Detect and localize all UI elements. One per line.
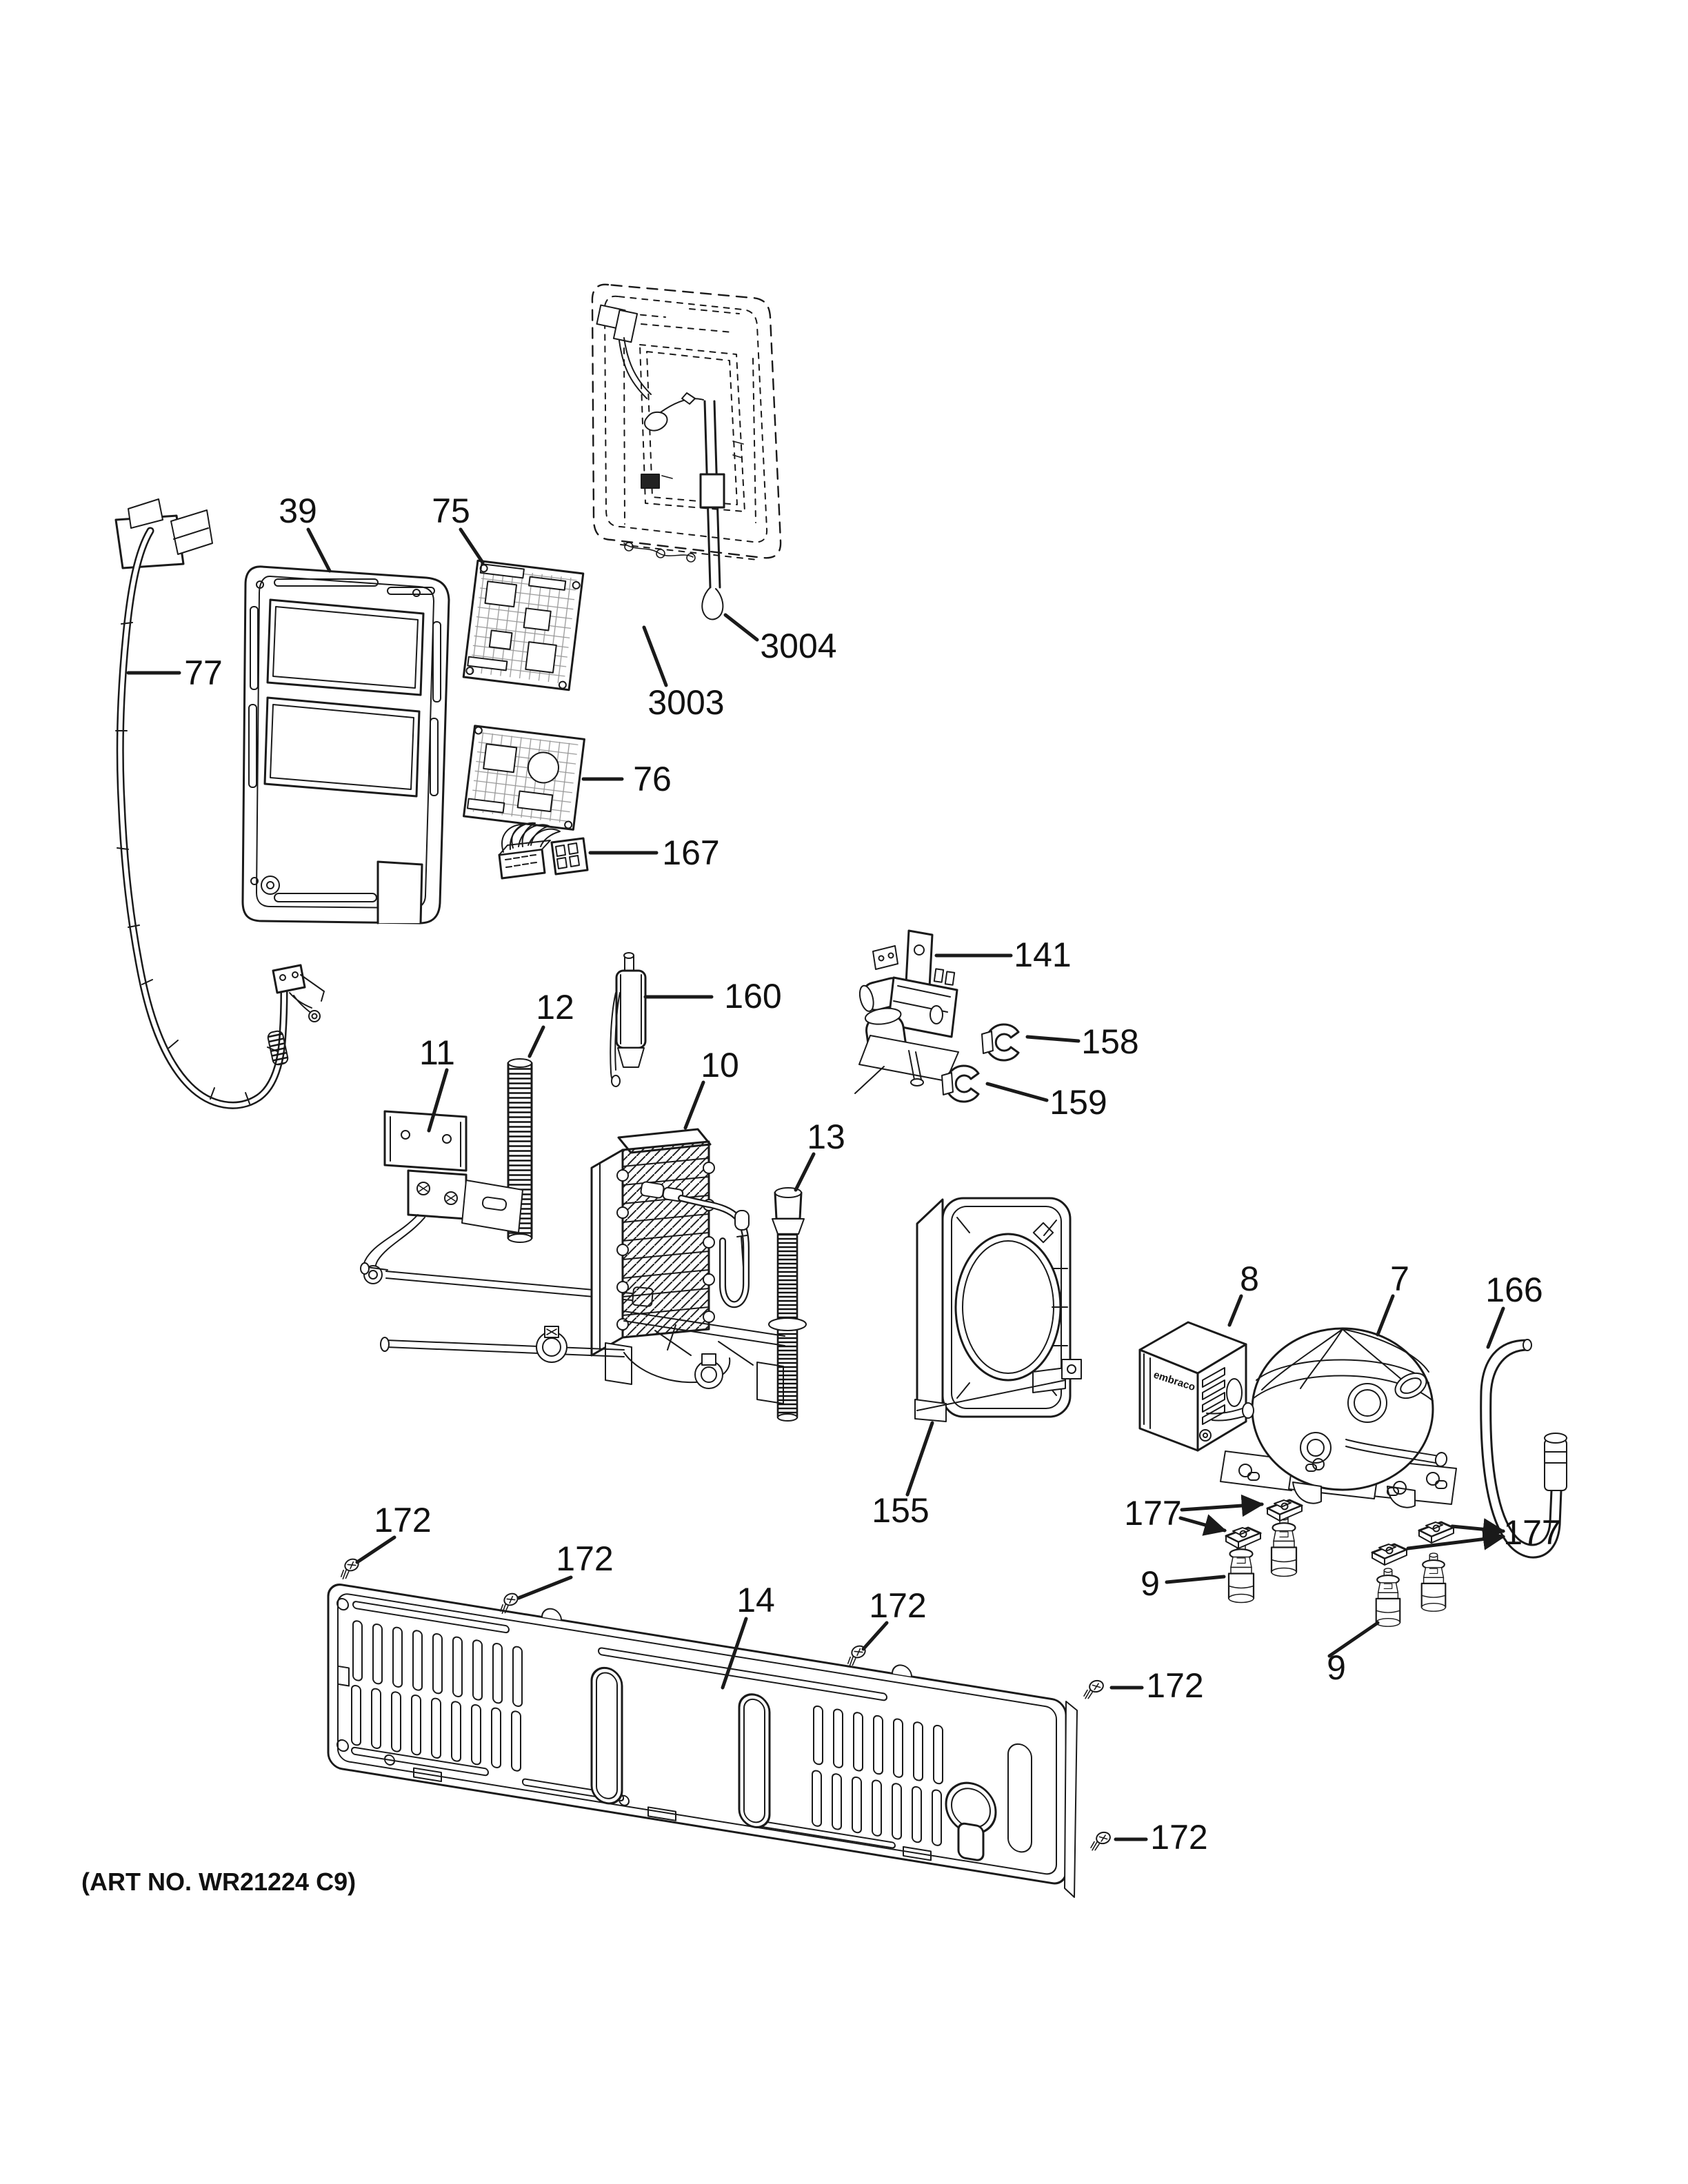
main-control-board-75	[462, 559, 585, 691]
callout-3004-label: 3004	[760, 627, 836, 665]
callout-75-label: 75	[432, 492, 470, 530]
callout-172-5-label: 172	[1150, 1818, 1207, 1857]
leader-177-right-2	[1406, 1528, 1506, 1550]
callout-3003-label: 3003	[647, 683, 724, 722]
callout-158-label: 158	[1081, 1022, 1138, 1061]
leader-75	[459, 527, 485, 565]
callout-141-label: 141	[1014, 936, 1071, 974]
leader-177-left-1	[1180, 1494, 1265, 1517]
grommet-9-group	[1227, 1515, 1447, 1628]
evaporator-cover-panel-39	[241, 565, 450, 924]
callout-77-label: 77	[184, 654, 223, 692]
evaporator-10	[380, 1128, 785, 1404]
tube-clip-159	[941, 1064, 980, 1103]
leader-3003	[642, 625, 668, 687]
callout-13-label: 13	[807, 1118, 845, 1156]
callout-9-right-label: 9	[1327, 1648, 1346, 1687]
callout-39-label: 39	[279, 492, 317, 530]
rear-access-panel-14	[327, 1584, 1067, 1885]
leader-9-right	[1327, 1621, 1380, 1658]
callout-8-label: 8	[1240, 1260, 1259, 1298]
callout-172-1-label: 172	[374, 1501, 431, 1539]
inverter-board-76	[463, 725, 585, 831]
compressor-control-box-8: embraco	[1138, 1321, 1247, 1452]
callout-166-label: 166	[1485, 1271, 1543, 1309]
callout-177-left-label: 177	[1124, 1494, 1181, 1533]
callout-12-label: 12	[536, 988, 574, 1027]
leader-3004	[723, 613, 759, 642]
hose-166	[1480, 1339, 1567, 1559]
sensor-bracket	[272, 964, 325, 1022]
clip-177-group	[1225, 1499, 1455, 1566]
callout-76-label: 76	[633, 760, 672, 798]
callout-167-label: 167	[662, 833, 719, 872]
leader-158	[1025, 1035, 1081, 1043]
callout-10-label: 10	[701, 1046, 739, 1084]
vent-slots-right	[812, 1705, 943, 1846]
water-valve-141	[854, 929, 959, 1094]
callout-159-label: 159	[1049, 1083, 1107, 1122]
jumper-harness-167	[498, 822, 589, 880]
drier-160	[610, 952, 647, 1087]
leader-13	[794, 1152, 816, 1192]
leader-177-left-2	[1178, 1514, 1227, 1536]
leader-177-right-1	[1450, 1518, 1506, 1541]
callout-labels: 39 75 3004 3003 76 167 77 141 158 159 12…	[184, 492, 1561, 1857]
leader-166	[1486, 1306, 1505, 1349]
vent-slots-left	[351, 1620, 523, 1772]
callout-11-label: 11	[419, 1033, 455, 1072]
panel-bottom-detail	[623, 543, 694, 558]
callout-172-2-label: 172	[556, 1539, 613, 1578]
leader-12	[528, 1025, 545, 1058]
leader-8	[1227, 1294, 1243, 1327]
leader-155	[905, 1421, 934, 1497]
panel-edge-flange	[1064, 1701, 1078, 1898]
rear-panel-phantom	[591, 283, 782, 620]
leader-39	[306, 527, 332, 573]
callout-9-left-label: 9	[1141, 1564, 1160, 1603]
leader-7	[1376, 1294, 1395, 1337]
fan-shroud-155	[914, 1197, 1082, 1422]
leader-11	[427, 1068, 449, 1133]
mounting-plate-keyholes	[1238, 1458, 1447, 1496]
callout-172-3-label: 172	[869, 1586, 926, 1625]
leader-172-2	[516, 1575, 573, 1600]
callout-7-label: 7	[1390, 1260, 1409, 1298]
leader-14	[721, 1617, 748, 1690]
callout-160-label: 160	[724, 977, 781, 1015]
tube-clip-158	[981, 1023, 1020, 1062]
ribbed-tube-13	[768, 1187, 807, 1422]
defrost-harness-3004	[596, 304, 744, 620]
leader-lines	[126, 527, 1506, 1841]
compressor-7	[1206, 1327, 1457, 1508]
leader-172-1	[355, 1535, 396, 1564]
leader-159	[985, 1082, 1049, 1102]
leader-10	[683, 1080, 705, 1130]
leader-9-left	[1165, 1575, 1226, 1584]
callout-177-right-label: 177	[1503, 1513, 1560, 1552]
sensor-wire-77	[114, 498, 325, 1109]
callout-14-label: 14	[736, 1581, 775, 1619]
callout-172-4-label: 172	[1146, 1666, 1203, 1705]
callout-155-label: 155	[872, 1491, 929, 1530]
art-number-text: (ART NO. WR21224 C9)	[81, 1868, 356, 1896]
leader-172-3	[861, 1621, 889, 1651]
